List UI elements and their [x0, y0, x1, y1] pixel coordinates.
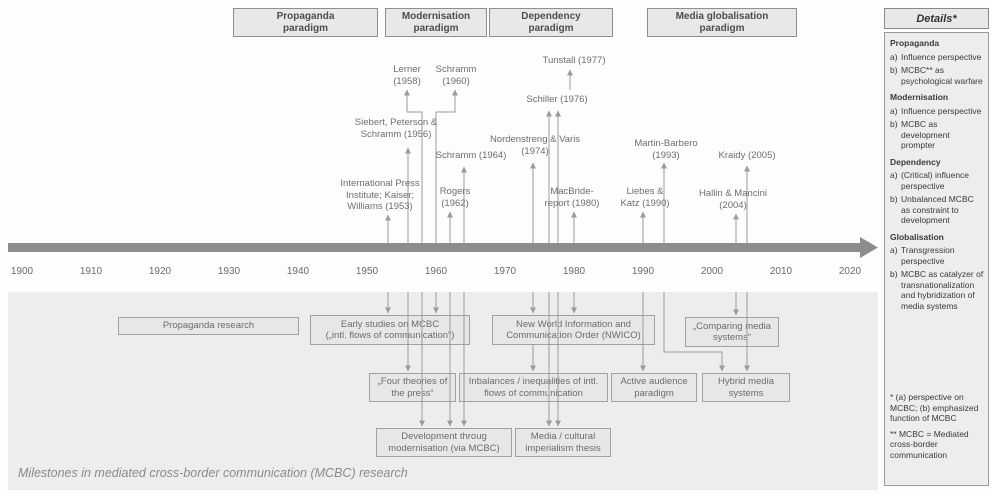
box-active-audience: Active audience paradigm	[611, 373, 697, 402]
box-four-theories: „Four theories of the press“	[369, 373, 456, 402]
details-section-heading: Dependency	[890, 156, 941, 167]
details-panel: Propaganda a)Influence perspective b)MCB…	[884, 32, 989, 486]
box-label: „Comparing media systems“	[692, 320, 772, 344]
box-early-studies-mcbc: Early studies on MCBC („intl. flows of c…	[310, 315, 470, 345]
details-item: a)Influence perspective	[890, 105, 982, 116]
citation-tunstall-1977: Tunstall (1977)	[542, 55, 606, 66]
year-tick-1990: 1990	[631, 266, 655, 277]
year-tick-1900: 1900	[10, 266, 34, 277]
box-development-modernisation: Development throug modernisation (via MC…	[376, 428, 512, 457]
figure-caption: Milestones in mediated cross-border comm…	[18, 466, 408, 480]
timeline-bar	[8, 243, 860, 252]
box-label: Early studies on MCBC („intl. flows of c…	[325, 318, 455, 342]
box-label: New World Information and Communication …	[506, 318, 641, 342]
paradigm-label: Propaganda paradigm	[276, 10, 335, 34]
details-item: b)MCBC as catalyzer of transnationalizat…	[890, 269, 984, 311]
details-section-heading: Modernisation	[890, 92, 949, 102]
footnote-perspective: * (a) perspective on MCBC; (b) emphasize…	[890, 392, 979, 423]
details-section-heading: Propaganda	[890, 38, 940, 48]
box-label: „Four theories of the press“	[377, 376, 448, 399]
paradigm-propaganda: Propaganda paradigm	[233, 8, 378, 37]
year-tick-2000: 2000	[700, 266, 724, 277]
details-item: a)Influence perspective	[890, 51, 982, 62]
year-tick-2020: 2020	[838, 266, 862, 277]
citation-schramm-1964: Schramm (1964)	[435, 150, 507, 161]
details-item: b)Unbalanced MCBC as constraint to devel…	[890, 194, 974, 225]
paradigm-dependency: Dependency paradigm	[489, 8, 613, 37]
timeline-axis	[8, 237, 878, 258]
box-comparing-media-systems: „Comparing media systems“	[685, 317, 779, 347]
citation-lerner-1958: Lerner (1958)	[393, 64, 421, 87]
details-footnotes: * (a) perspective on MCBC; (b) emphasize…	[890, 392, 984, 465]
box-label: Media / cultural imperialism thesis	[525, 431, 601, 454]
year-tick-2010: 2010	[769, 266, 793, 277]
details-item: a)(Critical) influence perspective	[890, 170, 970, 191]
details-item: b)MCBC** as psychological warfare	[890, 65, 983, 86]
footnote-mcbc-definition: ** MCBC = Mediated cross-border communic…	[890, 428, 969, 460]
paradigm-label: Modernisation paradigm	[401, 10, 471, 34]
box-nwico: New World Information and Communication …	[492, 315, 655, 345]
citation-macbride-report-1980: MacBride- report (1980)	[544, 186, 600, 209]
citation-rogers-1962: Rogers (1962)	[439, 186, 471, 209]
year-tick-1940: 1940	[286, 266, 310, 277]
citation-siebert-peterson-schramm-1956: Siebert, Peterson & Schramm (1956)	[354, 117, 438, 140]
box-label: Inbalances / inequalities of intl. flows…	[468, 376, 599, 399]
citation-liebes-katz-1990: Liebes & Katz (1990)	[620, 186, 670, 209]
timeline-arrowhead-icon	[860, 237, 878, 258]
year-tick-1980: 1980	[562, 266, 586, 277]
year-tick-1920: 1920	[148, 266, 172, 277]
details-item: a)Transgression perspective	[890, 245, 955, 266]
paradigm-media-globalisation: Media globalisation paradigm	[647, 8, 797, 37]
box-media-cultural-imperialism: Media / cultural imperialism thesis	[515, 428, 611, 457]
details-header: Details*	[884, 8, 989, 29]
year-tick-1930: 1930	[217, 266, 241, 277]
year-tick-1960: 1960	[424, 266, 448, 277]
box-hybrid-media-systems: Hybrid media systems	[702, 373, 790, 402]
details-section-heading: Globalisation	[890, 231, 944, 242]
citation-martin-barbero-1993: Martin-Barbero (1993)	[634, 138, 698, 161]
box-propaganda-research: Propaganda research	[118, 317, 299, 335]
citation-schramm-1960: Schramm (1960)	[435, 64, 477, 87]
citation-kraidy-2005: Kraidy (2005)	[718, 150, 776, 161]
paradigm-label: Media globalisation paradigm	[675, 10, 769, 34]
citation-international-press-institute-1953: International Press Institute; Kaiser; W…	[340, 178, 420, 212]
year-tick-1910: 1910	[79, 266, 103, 277]
paradigm-modernisation: Modernisation paradigm	[385, 8, 487, 37]
paradigm-label: Dependency paradigm	[521, 10, 581, 34]
citation-hallin-mancini-2004: Hallin & Mancini (2004)	[698, 188, 768, 211]
year-tick-1970: 1970	[493, 266, 517, 277]
box-label: Hybrid media systems	[718, 376, 774, 399]
box-label: Development throug modernisation (via MC…	[388, 431, 500, 454]
citation-schiller-1976: Schiller (1976)	[526, 94, 588, 105]
details-item: b)MCBC as development prompter	[890, 119, 950, 150]
year-tick-1950: 1950	[355, 266, 379, 277]
box-label: Propaganda research	[162, 320, 255, 332]
box-label: Active audience paradigm	[620, 376, 688, 399]
citation-nordenstreng-varis-1974: Nordenstreng & Varis (1974)	[489, 134, 581, 157]
box-inbalances-flows: Inbalances / inequalities of intl. flows…	[459, 373, 608, 402]
